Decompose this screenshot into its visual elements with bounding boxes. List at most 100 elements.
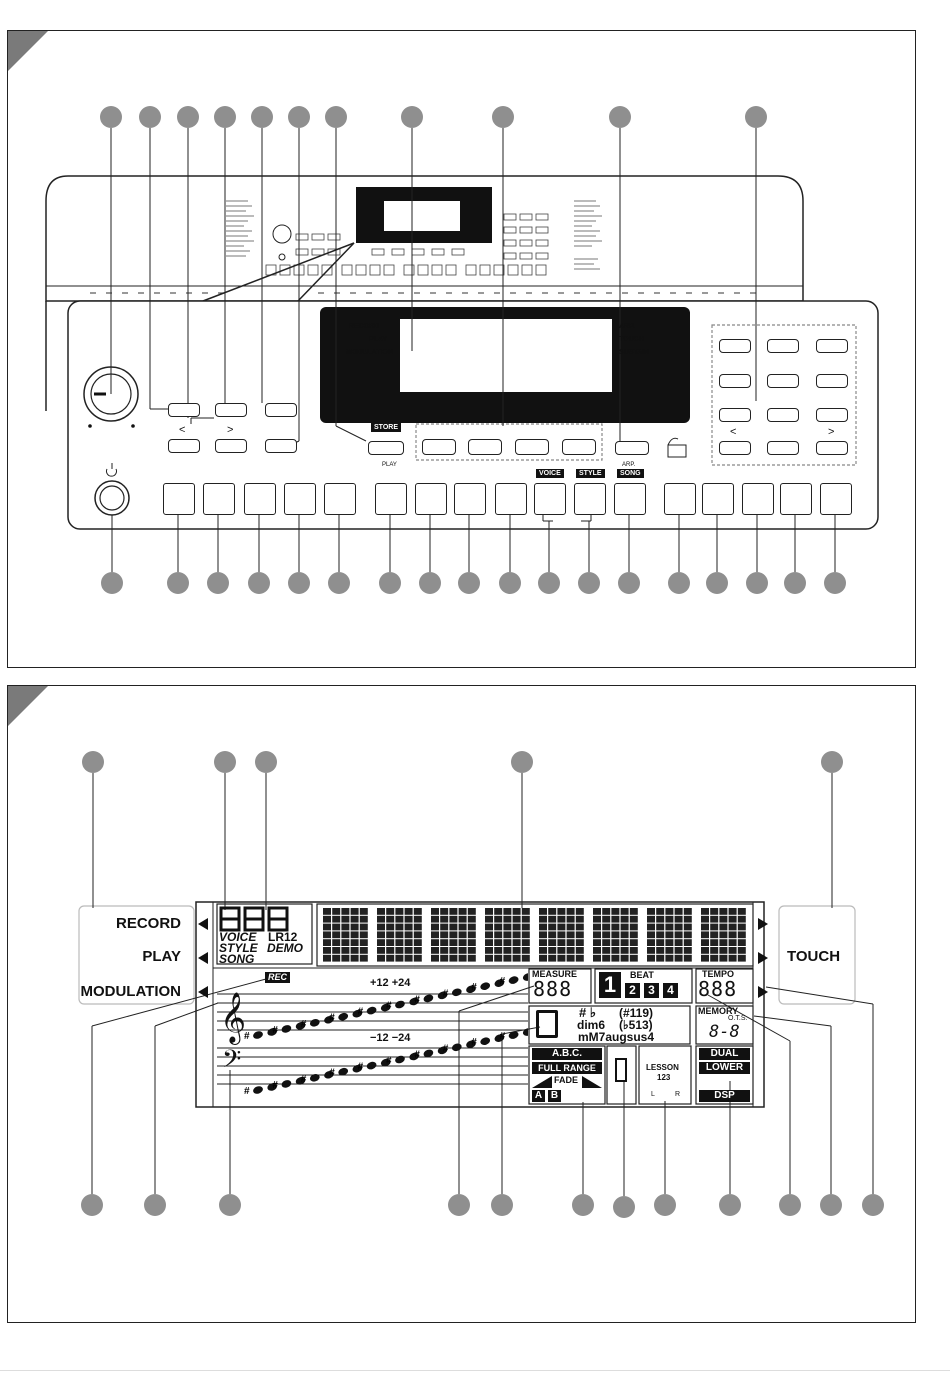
panel-button[interactable] <box>203 483 235 515</box>
keypad-right-button[interactable] <box>816 441 848 455</box>
dot-matrix-cell <box>629 931 638 939</box>
arp-button[interactable] <box>615 441 649 455</box>
right-button[interactable] <box>215 439 247 453</box>
panel-button[interactable] <box>244 483 276 515</box>
dot-matrix-cell <box>449 931 458 939</box>
panel-button[interactable] <box>454 483 486 515</box>
keypad-button[interactable] <box>767 441 799 455</box>
dot-matrix-cell <box>440 939 449 946</box>
lcd-chord-accidentals: # ♭ <box>579 1005 596 1020</box>
dot-matrix-cell <box>602 915 611 923</box>
panel-button[interactable] <box>780 483 812 515</box>
dot-matrix-cell <box>458 915 467 923</box>
dot-matrix-cell <box>323 931 331 939</box>
keypad-button[interactable] <box>719 374 751 388</box>
memory-button[interactable] <box>562 439 596 455</box>
dot-matrix-cell <box>719 947 728 954</box>
dot-matrix-cell <box>683 908 692 915</box>
dot-matrix-cell <box>566 923 575 931</box>
label-touch: TOUCH <box>619 336 644 343</box>
dot-matrix-cell <box>395 947 404 954</box>
dot-matrix-cell <box>683 947 692 954</box>
panel-button[interactable] <box>284 483 316 515</box>
dot-matrix-cell <box>413 939 422 946</box>
dot-matrix-cell <box>449 939 458 946</box>
dot-matrix-cell <box>350 915 359 923</box>
memory-button[interactable] <box>468 439 502 455</box>
note-head <box>451 1043 462 1052</box>
panel-button[interactable] <box>375 483 407 515</box>
keypad-button[interactable] <box>719 408 751 422</box>
keyboard-panel-figure: RECORD PLAY MODULATION ARP. TOUCH SUSTAI… <box>7 30 916 668</box>
sharp-sign: # <box>443 1043 449 1054</box>
lcd-lesson-num: 123 <box>657 1073 671 1082</box>
function-button[interactable] <box>215 403 247 417</box>
sharp-sign: # <box>414 1049 420 1060</box>
panel-button[interactable] <box>742 483 774 515</box>
panel-button[interactable] <box>702 483 734 515</box>
dot-matrix-cell <box>377 947 385 954</box>
voice-button[interactable] <box>534 483 566 515</box>
sharp-sign: # <box>244 1031 250 1042</box>
function-button[interactable] <box>265 439 297 453</box>
dot-matrix-cell <box>566 915 575 923</box>
left-button[interactable] <box>168 439 200 453</box>
dot-matrix-cell <box>395 931 404 939</box>
dot-matrix-cell <box>458 939 467 946</box>
keypad-button[interactable] <box>816 408 848 422</box>
dot-matrix-cell <box>710 923 719 931</box>
note-head <box>352 1009 363 1018</box>
panel-button[interactable] <box>495 483 527 515</box>
sharp-sign: # <box>301 1074 307 1085</box>
dot-matrix-cell <box>467 908 476 915</box>
dot-matrix-cell <box>710 908 719 915</box>
panel-button[interactable] <box>324 483 356 515</box>
dot-matrix-cell <box>467 947 476 954</box>
keypad-button[interactable] <box>816 374 848 388</box>
dot-matrix-cell <box>413 931 422 939</box>
dot-matrix-cell <box>656 915 665 923</box>
keypad-button[interactable] <box>816 339 848 353</box>
dot-matrix-cell <box>539 954 547 962</box>
dot-matrix-cell <box>701 923 709 931</box>
callout-marker <box>328 572 350 594</box>
dot-matrix-cell <box>377 908 385 915</box>
song-button[interactable] <box>614 483 646 515</box>
dot-matrix-cell <box>728 931 737 939</box>
store-button[interactable] <box>368 441 404 455</box>
panel-button[interactable] <box>415 483 447 515</box>
label-voice: VOICE <box>536 469 564 478</box>
dot-matrix-cell <box>323 939 331 946</box>
memory-button[interactable] <box>422 439 456 455</box>
function-button[interactable] <box>168 403 200 417</box>
dot-matrix-cell <box>503 923 512 931</box>
keypad-button[interactable] <box>767 339 799 353</box>
dot-matrix-cell <box>458 923 467 931</box>
keypad-button[interactable] <box>767 374 799 388</box>
dot-matrix-cell <box>404 947 413 954</box>
lcd-label-record: RECORD <box>115 915 181 932</box>
note-head <box>466 1040 476 1049</box>
keypad-button[interactable] <box>767 408 799 422</box>
dot-matrix-cell <box>602 931 611 939</box>
function-button[interactable] <box>265 403 297 417</box>
note-head <box>309 1019 320 1027</box>
style-button[interactable] <box>574 483 606 515</box>
panel-button[interactable] <box>664 483 696 515</box>
callout-marker <box>401 106 423 128</box>
dot-matrix-cell <box>611 939 620 946</box>
dot-matrix-cell <box>620 923 629 931</box>
dot-matrix-cell <box>593 923 601 931</box>
keypad-button[interactable] <box>719 339 751 353</box>
callout-marker <box>511 751 533 773</box>
lcd-beat: BEAT <box>630 970 654 980</box>
label-modulation: MODULATION <box>346 349 393 356</box>
keypad-left-button[interactable] <box>719 441 751 455</box>
callout-marker <box>139 106 161 128</box>
dot-matrix-cell <box>350 923 359 931</box>
dot-matrix-cell <box>431 947 439 954</box>
memory-button[interactable] <box>515 439 549 455</box>
panel-button[interactable] <box>163 483 195 515</box>
dot-matrix-cell <box>620 947 629 954</box>
panel-button[interactable] <box>820 483 852 515</box>
